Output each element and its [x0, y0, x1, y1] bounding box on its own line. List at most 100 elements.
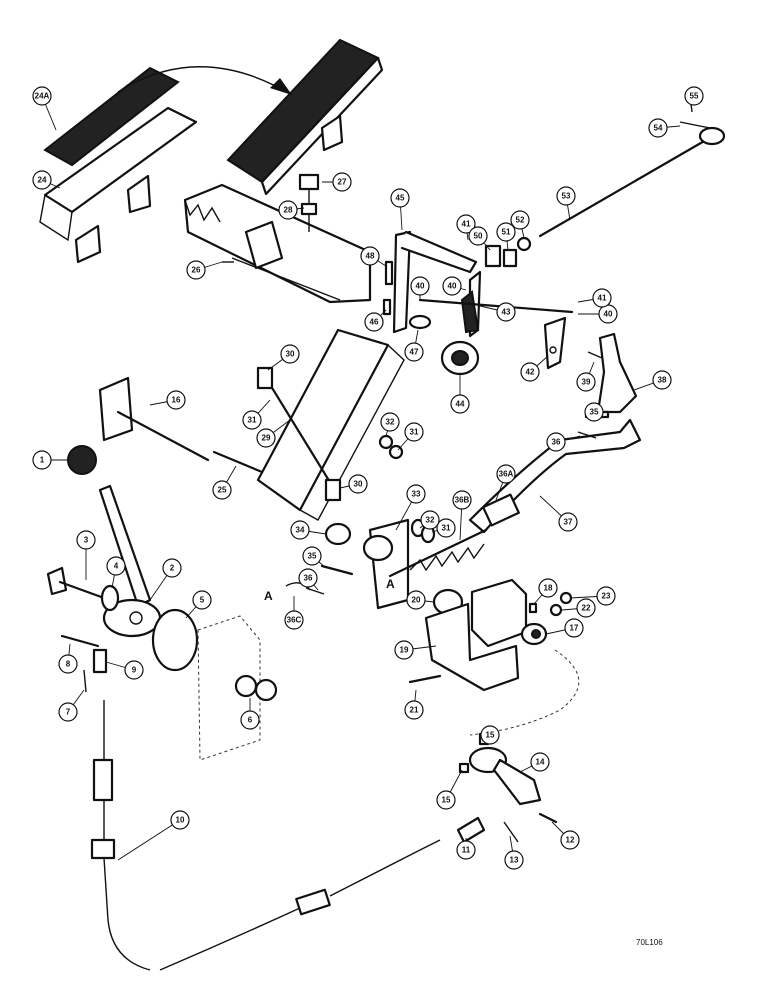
nut-52	[516, 236, 532, 252]
callout-label: 26	[192, 266, 201, 275]
callout-label: 32	[426, 516, 435, 525]
callout-24a: 24A	[32, 86, 57, 131]
callout-43: 43	[479, 302, 516, 322]
bushing-17	[520, 622, 548, 646]
nut-32	[378, 434, 394, 450]
callout-1: 1	[32, 450, 68, 470]
mount-bracket	[197, 615, 261, 761]
callout-label: 7	[66, 708, 71, 717]
rod-40	[418, 298, 574, 314]
callout-25: 25	[212, 465, 237, 500]
callout-35: 35	[302, 546, 327, 569]
callout-label: 48	[366, 252, 375, 261]
bracket-42	[543, 316, 567, 370]
cotter-36-upper	[577, 431, 597, 439]
pin-12	[538, 812, 558, 824]
knob-1	[67, 445, 97, 475]
sleeve-50	[484, 244, 502, 268]
callout-label: 38	[658, 376, 667, 385]
callout-label: 24A	[35, 92, 50, 101]
callout-label: 15	[442, 796, 451, 805]
callout-label: 36B	[455, 496, 470, 505]
pedal-pad-assembled	[226, 38, 384, 196]
callout-label: 15	[486, 731, 495, 740]
callout-3: 3	[76, 530, 96, 580]
bolt-27	[298, 173, 320, 232]
callout-label: 55	[690, 92, 699, 101]
callout-label: 25	[218, 486, 227, 495]
callout-30: 30	[339, 474, 368, 494]
callout-55: 55	[684, 86, 704, 106]
callout-label: 53	[562, 192, 571, 201]
callout-15: 15	[436, 769, 463, 810]
callout-40: 40	[578, 304, 618, 324]
callout-label: 50	[474, 232, 483, 241]
callout-label: 35	[590, 408, 599, 417]
callout-12: 12	[551, 821, 580, 850]
callout-label: 44	[456, 400, 465, 409]
callout-24: 24	[32, 170, 61, 190]
cable-10	[90, 700, 441, 971]
clevis-11	[456, 816, 486, 844]
nuts-6	[234, 674, 278, 702]
callout-42: 42	[520, 355, 549, 382]
callout-31: 31	[431, 518, 456, 538]
callout-20: 20	[406, 590, 435, 610]
callout-label: 11	[462, 846, 471, 855]
callout-label: 31	[442, 524, 451, 533]
callout-33: 33	[395, 484, 426, 531]
rod-16	[98, 376, 210, 462]
callout-54: 54	[648, 118, 681, 138]
callout-label: 18	[544, 584, 553, 593]
callout-23: 23	[569, 586, 616, 606]
callout-label: 4	[114, 562, 119, 571]
callout-36: 36	[546, 432, 581, 452]
pedal-bracket-24	[39, 106, 198, 264]
callout-label: 30	[354, 480, 363, 489]
callout-36c: 36C	[284, 596, 304, 630]
bolt-21	[408, 674, 442, 684]
callout-label: 54	[654, 124, 663, 133]
pin-13	[503, 821, 519, 843]
callout-41: 41	[577, 288, 612, 308]
setscrew-15-side	[458, 762, 470, 774]
callout-label: 9	[132, 666, 137, 675]
callout-label: 45	[396, 194, 405, 203]
washer-23	[559, 591, 573, 605]
callout-label: 23	[602, 592, 611, 601]
rod-29	[264, 376, 338, 494]
callout-47: 47	[404, 329, 424, 362]
callout-39: 39	[576, 361, 596, 392]
callout-50: 50	[468, 226, 491, 251]
callout-28: 28	[278, 200, 305, 220]
callout-22: 22	[561, 598, 596, 618]
callout-30: 30	[267, 344, 300, 371]
callout-label: 3	[84, 536, 89, 545]
callout-label: 12	[566, 836, 575, 845]
callout-label: 36	[552, 438, 561, 447]
callout-label: 31	[410, 428, 419, 437]
callout-5: 5	[185, 590, 212, 619]
spring-36b	[409, 543, 485, 572]
callout-36a: 36A	[495, 464, 516, 501]
callout-label: 37	[564, 518, 573, 527]
callout-label: 19	[400, 646, 409, 655]
callout-label: 13	[510, 856, 519, 865]
callout-2: 2	[149, 558, 182, 601]
spring-rod	[388, 528, 488, 578]
callout-label: 36C	[287, 616, 302, 625]
callout-label: 27	[338, 178, 347, 187]
callout-35: 35	[584, 402, 604, 422]
callout-label: 5	[200, 596, 205, 605]
support-bracket	[256, 328, 405, 521]
callout-32: 32	[419, 510, 440, 530]
pin-46	[382, 298, 392, 316]
pedal-pad-24a	[43, 66, 180, 167]
callout-label: 10	[176, 816, 185, 825]
callout-45: 45	[390, 188, 410, 231]
callout-label: 42	[526, 368, 535, 377]
assembly-arrow-head	[270, 78, 292, 95]
callout-label: 1	[40, 456, 45, 465]
callout-31: 31	[397, 422, 424, 451]
callout-13: 13	[504, 835, 524, 870]
